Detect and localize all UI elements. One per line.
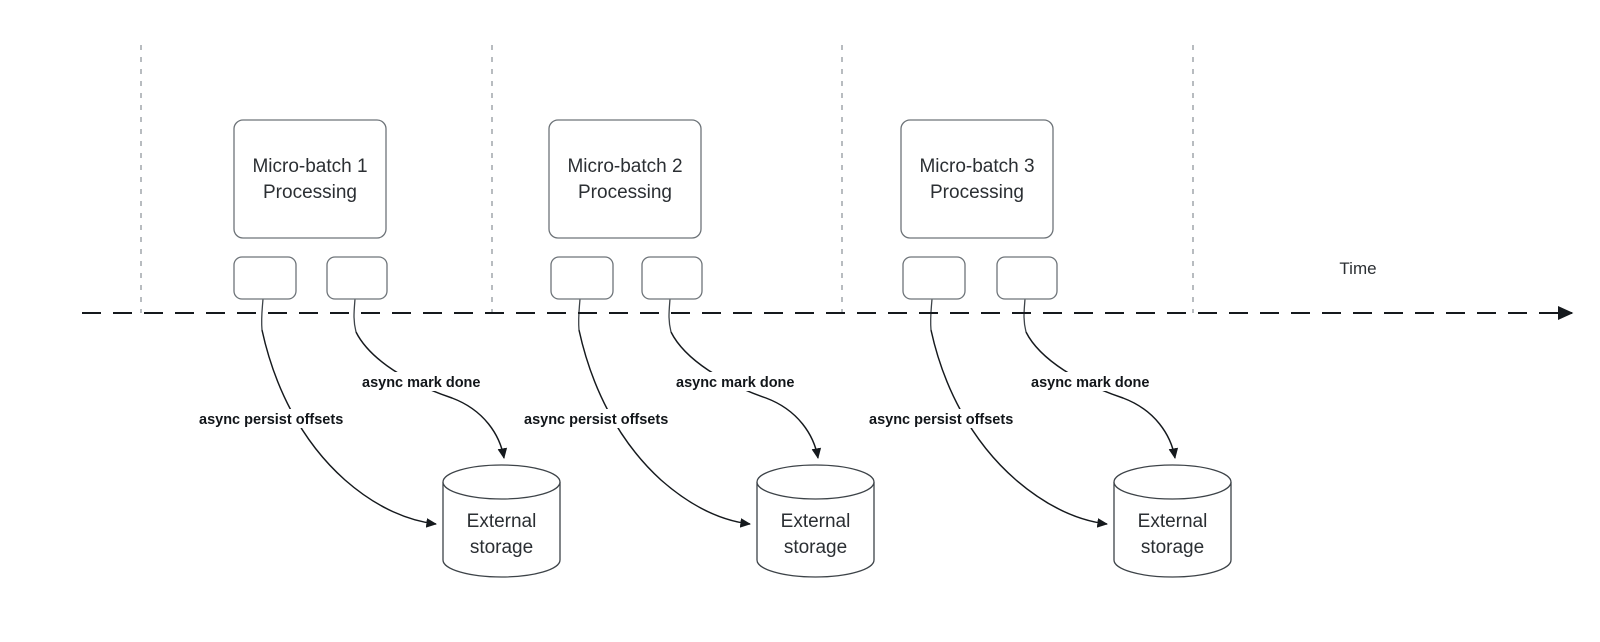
task-stem-3b: [1023, 298, 1027, 333]
micro-batch-group-3: Micro-batch 3 Processing: [900, 119, 1058, 300]
async-persist-offsets-label-2: async persist offsets: [524, 412, 668, 428]
external-storage-1-label-line1: External: [467, 511, 537, 532]
batch-dividers: [140, 45, 1194, 313]
micro-batch-2-label-line2: Processing: [578, 182, 672, 203]
micro-batch-2-task-a[interactable]: [550, 256, 614, 300]
label-bg-persist-3: [865, 409, 1045, 428]
async-mark-done-arrow-1: [355, 331, 508, 459]
micro-batch-3-box[interactable]: [900, 119, 1054, 239]
async-persist-offsets-label-3: async persist offsets: [869, 412, 1013, 428]
micro-batch-3-task-a[interactable]: [902, 256, 966, 300]
micro-batch-2-label-line1: Micro-batch 2: [567, 156, 682, 177]
label-bg-persist-1: [195, 409, 375, 428]
micro-batch-1-task-a[interactable]: [233, 256, 297, 300]
external-storage-3-top: [1113, 464, 1232, 500]
micro-batch-group-1: Micro-batch 1 Processing: [233, 119, 388, 300]
external-storage-3-label-line2: storage: [1141, 537, 1204, 558]
external-storage-1-body: [442, 482, 561, 578]
task-stem-2b: [668, 298, 672, 333]
time-axis: Time: [82, 259, 1574, 320]
async-mark-done-label-2: async mark done: [676, 375, 794, 391]
external-storage-3[interactable]: External storage: [1113, 464, 1232, 578]
micro-batch-1-task-b[interactable]: [326, 256, 388, 300]
external-storage-3-body: [1113, 482, 1232, 578]
async-persist-offsets-arrow-1: [261, 329, 437, 528]
flow-group-3: [930, 329, 1179, 528]
micro-batch-3-label-line1: Micro-batch 3: [919, 156, 1034, 177]
external-storage-2-body: [756, 482, 875, 578]
time-axis-label: Time: [1339, 259, 1376, 278]
label-bg-mark-done-1: [358, 372, 503, 391]
micro-batch-1-label-line1: Micro-batch 1: [252, 156, 367, 177]
async-mark-done-arrow-3: [1025, 331, 1179, 459]
micro-batch-3-label-line2: Processing: [930, 182, 1024, 203]
external-storage-1-label-line2: storage: [470, 537, 533, 558]
label-bg-mark-done-3: [1027, 372, 1172, 391]
edge-labels: async mark done async persist offsets as…: [195, 372, 1172, 428]
label-bg-mark-done-2: [672, 372, 817, 391]
task-stems: [260, 298, 1027, 333]
async-mark-done-arrow-2: [670, 331, 822, 459]
external-storage-1-top: [442, 464, 561, 500]
micro-batch-3-task-b[interactable]: [996, 256, 1058, 300]
async-persist-offsets-label-1: async persist offsets: [199, 412, 343, 428]
external-storage-2-top: [756, 464, 875, 500]
flow-group-2: [578, 329, 822, 528]
external-storage-2-label-line2: storage: [784, 537, 847, 558]
external-storage-2[interactable]: External storage: [756, 464, 875, 578]
external-storage-1[interactable]: External storage: [442, 464, 561, 578]
async-mark-done-label-1: async mark done: [362, 375, 480, 391]
async-persist-offsets-arrow-3: [930, 329, 1108, 528]
external-storage-2-label-line1: External: [781, 511, 851, 532]
label-bg-persist-2: [520, 409, 700, 428]
micro-batch-group-2: Micro-batch 2 Processing: [548, 119, 703, 300]
micro-batch-1-box[interactable]: [233, 119, 387, 239]
task-stem-3a: [929, 298, 933, 331]
external-storage-3-label-line1: External: [1138, 511, 1208, 532]
task-stem-1b: [353, 298, 357, 333]
task-stem-2a: [577, 298, 581, 331]
task-stem-1a: [260, 298, 264, 331]
async-mark-done-label-3: async mark done: [1031, 375, 1149, 391]
async-persist-offsets-arrow-2: [578, 329, 751, 528]
micro-batch-2-box[interactable]: [548, 119, 702, 239]
micro-batch-1-label-line2: Processing: [263, 182, 357, 203]
flow-group-1: [261, 329, 508, 528]
micro-batch-2-task-b[interactable]: [641, 256, 703, 300]
